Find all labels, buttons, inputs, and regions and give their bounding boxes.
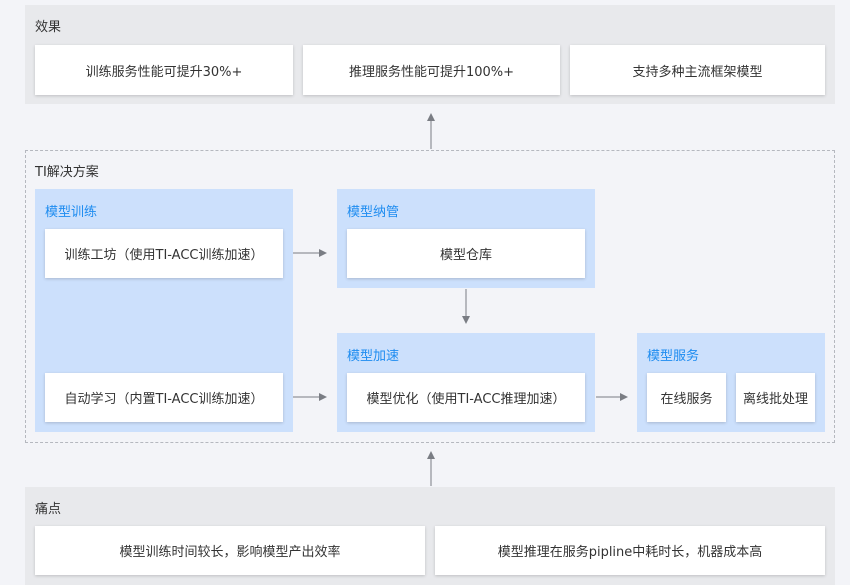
- solution-title: TI解决方案: [35, 165, 99, 180]
- group-model-serving: 模型服务 在线服务 离线批处理: [637, 333, 825, 432]
- pain-points-panel: 痛点 模型训练时间较长，影响模型产出效率 模型推理在服务pipline中耗时长，…: [25, 487, 835, 585]
- card-automl: 自动学习（内置TI-ACC训练加速）: [45, 373, 283, 422]
- group-model-training: 模型训练 训练工坊（使用TI-ACC训练加速） 自动学习（内置TI-ACC训练加…: [35, 189, 293, 432]
- effect-card-training: 训练服务性能可提升30%+: [35, 45, 293, 95]
- effects-title: 效果: [35, 20, 62, 35]
- card-model-optimize: 模型优化（使用TI-ACC推理加速）: [347, 373, 585, 422]
- group-model-management: 模型纳管 模型仓库: [337, 189, 595, 288]
- card-training-workshop: 训练工坊（使用TI-ACC训练加速）: [45, 229, 283, 278]
- group-title-management: 模型纳管: [347, 205, 400, 220]
- solution-container: [25, 150, 835, 443]
- group-title-training: 模型训练: [45, 205, 98, 220]
- pain-card-inference: 模型推理在服务pipline中耗时长，机器成本高: [435, 526, 825, 575]
- card-batch-processing: 离线批处理: [736, 373, 815, 422]
- effects-panel: 效果 训练服务性能可提升30%+ 推理服务性能可提升100%+ 支持多种主流框架…: [25, 5, 835, 104]
- effect-card-inference: 推理服务性能可提升100%+: [303, 45, 560, 95]
- pain-card-training: 模型训练时间较长，影响模型产出效率: [35, 526, 425, 575]
- group-model-acceleration: 模型加速 模型优化（使用TI-ACC推理加速）: [337, 333, 595, 432]
- card-online-serving: 在线服务: [647, 373, 726, 422]
- group-title-acceleration: 模型加速: [347, 349, 400, 364]
- effect-card-frameworks: 支持多种主流框架模型: [570, 45, 825, 95]
- pain-points-title: 痛点: [35, 502, 62, 517]
- group-title-serving: 模型服务: [647, 349, 700, 364]
- card-model-repository: 模型仓库: [347, 229, 585, 278]
